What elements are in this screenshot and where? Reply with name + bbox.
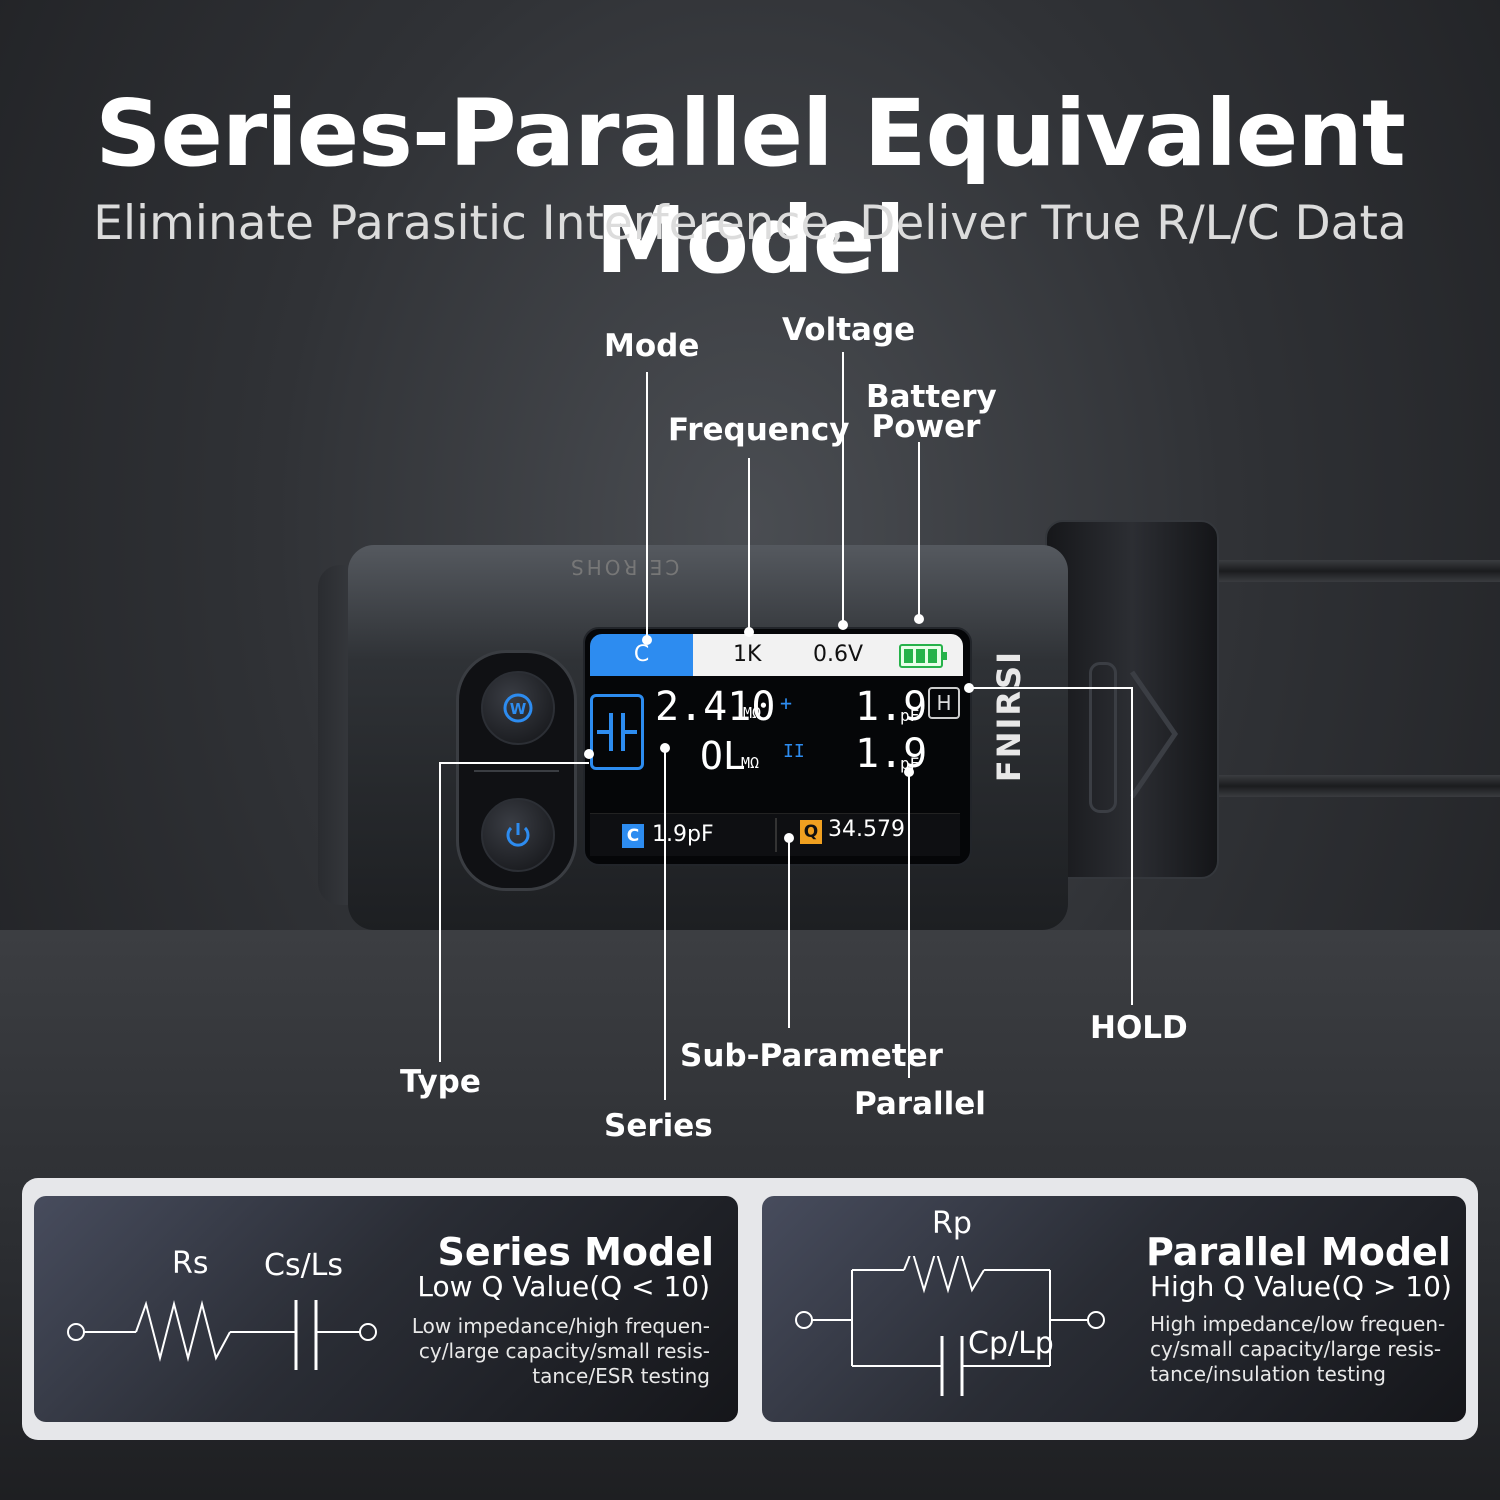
parallel-model-title: Parallel Model: [1146, 1230, 1451, 1274]
voltage-value: 0.6V: [813, 642, 864, 667]
button-pad: W: [456, 650, 577, 891]
certification-marks: CE ROHS: [568, 555, 680, 579]
parallel-c-label: Cp/Lp: [968, 1326, 1054, 1361]
leader-line-parallel: [908, 772, 910, 1078]
series-c-label: Cs/Ls: [264, 1248, 344, 1283]
status-bar: 1K 0.6V: [693, 634, 963, 676]
callout-series: Series: [604, 1108, 713, 1144]
page-title: Series-Parallel Equivalent Model: [95, 80, 1406, 294]
frequency-value: 1K: [733, 642, 762, 667]
leader-line-frequency: [748, 458, 750, 632]
power-icon: [506, 823, 530, 847]
callout-sub-parameter: Sub-Parameter: [680, 1038, 943, 1074]
model-comparison-panel: Rs Cs/Ls Series Model Low Q Value(Q < 10…: [22, 1178, 1478, 1440]
capacitor-type-icon: [590, 694, 644, 770]
leader-line-hold: [970, 687, 1132, 689]
capacitance-value-1: 1.9: [855, 684, 928, 730]
series-r-label: Rs: [172, 1246, 209, 1281]
connector-slot: [1089, 662, 1117, 813]
lcr-meter-device: CE ROHS W C 1K 0.6V: [318, 545, 1068, 930]
callout-battery-line2: Power: [871, 409, 981, 445]
sub-parameter-bar: C 1.9pF Q 34.579: [590, 813, 960, 856]
leader-line-type: [439, 762, 441, 1062]
series-model-card: Rs Cs/Ls Series Model Low Q Value(Q < 10…: [34, 1196, 738, 1422]
power-button[interactable]: [481, 798, 555, 872]
parallel-q-range: High Q Value(Q > 10): [1150, 1270, 1452, 1303]
capacitance-unit-1: pF: [900, 706, 920, 725]
svg-text:W: W: [510, 700, 527, 718]
sub-unit: MΩ: [741, 754, 760, 772]
arrow-icon: [1129, 670, 1179, 799]
callout-voltage: Voltage: [782, 312, 916, 348]
leader-line-voltage: [842, 352, 844, 624]
parallel-circuit-diagram: [795, 1256, 1105, 1396]
callout-mode: Mode: [604, 328, 700, 364]
q-value: 34.579: [828, 817, 905, 842]
callout-type: Type: [400, 1064, 481, 1100]
parallel-indicator: II: [783, 741, 805, 762]
leader-line-sub-parameter: [788, 838, 790, 1028]
callout-battery: Battery Power: [866, 379, 997, 445]
mode-switch-icon: W: [503, 693, 533, 723]
callout-frequency: Frequency: [668, 412, 850, 448]
test-cable-bottom: [1210, 775, 1500, 797]
capacitance-value-2: 1.9: [855, 731, 928, 777]
leader-line-series: [664, 748, 666, 1100]
leader-line-mode: [646, 372, 648, 640]
lcd-screen: C 1K 0.6V 2.410 MΩ + OL MΩ II 1.9 pF 1.9: [583, 627, 972, 866]
test-cable-top: [1210, 560, 1500, 582]
sub-value: OL: [700, 734, 746, 778]
series-model-title: Series Model: [437, 1230, 714, 1274]
hold-indicator: H: [928, 687, 960, 719]
mode-button[interactable]: W: [481, 671, 555, 745]
brand-logo: FNIRSI: [990, 650, 1028, 783]
callout-hold: HOLD: [1090, 1010, 1188, 1046]
series-description: Low impedance/high frequen-cy/large capa…: [411, 1314, 710, 1388]
battery-icon: [899, 644, 947, 668]
mode-indicator: C: [590, 634, 693, 676]
series-indicator: +: [780, 691, 793, 715]
parallel-description: High impedance/low frequen-cy/small capa…: [1150, 1312, 1446, 1386]
main-value: 2.410: [655, 684, 776, 730]
button-divider: [474, 770, 559, 772]
q-badge: Q: [800, 820, 822, 844]
page-subtitle: Eliminate Parasitic Interference, Delive…: [93, 196, 1407, 251]
main-unit: MΩ: [743, 704, 762, 722]
parallel-model-card: Rp Cp/Lp Parallel Model High Q Value(Q >…: [762, 1196, 1466, 1422]
callout-parallel: Parallel: [854, 1086, 986, 1122]
parallel-r-label: Rp: [932, 1206, 972, 1241]
callout-battery-line1: Battery: [866, 379, 997, 415]
series-q-range: Low Q Value(Q < 10): [417, 1270, 710, 1303]
c-badge: C: [622, 824, 644, 848]
series-circuit-diagram: [67, 1300, 377, 1370]
leader-line-battery: [918, 442, 920, 618]
c-value: 1.9pF: [652, 822, 714, 847]
